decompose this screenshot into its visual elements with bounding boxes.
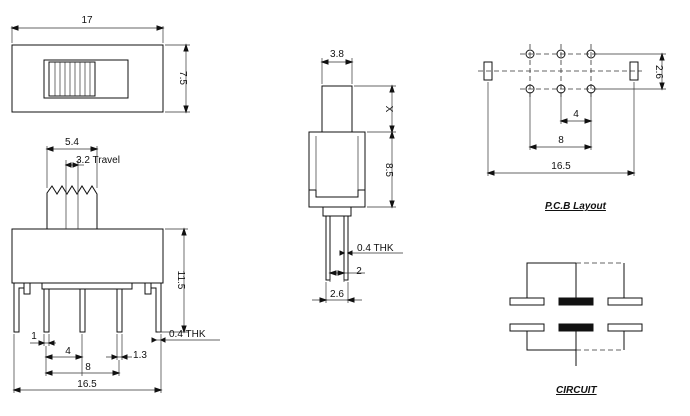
pcb-span-label: 8: [558, 135, 564, 146]
side-view: 3.8 X 8.5 0.4 THK 2 2.6: [308, 49, 403, 303]
circuit-diagram: CIRCUIT: [509, 262, 643, 396]
actuator-width-label: 5.4: [65, 137, 79, 148]
pcb-pad-right: [629, 61, 639, 81]
pin-width-label: 1: [31, 331, 37, 342]
pcb-hole: [586, 49, 596, 59]
side-body-height-label: 8.5: [383, 163, 394, 177]
front-thickness-label: 0.4 THK: [169, 329, 206, 340]
top-view-body: [11, 44, 164, 113]
circuit-contact: [607, 297, 643, 306]
top-width-label: 17: [81, 15, 93, 26]
pcb-height-label: 2.6: [653, 65, 664, 79]
pcb-pitch-label: 4: [573, 109, 579, 120]
circuit-common-contact: [558, 297, 594, 306]
top-view-slot: [43, 59, 129, 99]
circuit-contact: [607, 323, 643, 332]
front-pin-right: [116, 288, 123, 333]
leg-width-label: 1.3: [133, 350, 147, 361]
front-view: 5.4 3.2 Travel 11.5 0.4 THK 1: [11, 137, 220, 393]
circuit-contact: [509, 297, 545, 306]
side-pin-label: 2: [356, 266, 362, 277]
pcb-pad-left: [483, 61, 493, 81]
circuit-common-contact: [558, 323, 594, 332]
pcb-layout: 2.6 4 8 16.5 P.C.B Layout: [478, 44, 666, 212]
top-height-label: 7.5: [177, 71, 188, 85]
pin-span-label: 8: [85, 362, 91, 373]
side-spacing-label: 2.6: [330, 289, 344, 300]
pin-pitch-label: 4: [65, 346, 71, 357]
front-overall-label: 16.5: [77, 379, 97, 390]
side-actuator: [321, 85, 353, 133]
side-body: [308, 131, 366, 208]
pcb-hole: [556, 49, 566, 59]
front-body: [11, 228, 164, 284]
circuit-contact: [509, 323, 545, 332]
front-pin-middle: [79, 288, 86, 333]
side-thickness-label: 0.4 THK: [357, 243, 394, 254]
front-pin-left: [43, 288, 50, 333]
pcb-layout-caption: P.C.B Layout: [545, 201, 607, 212]
front-height-label: 11.5: [175, 271, 186, 290]
side-actuator-width-label: 3.8: [330, 49, 344, 60]
side-actuator-height-label: X: [383, 106, 394, 113]
pcb-overall-label: 16.5: [551, 161, 571, 172]
front-actuator: [46, 185, 98, 229]
top-view: 17 7.5: [10, 15, 190, 114]
circuit-caption: CIRCUIT: [556, 385, 597, 396]
pcb-hole: [525, 49, 535, 59]
slider-knob: [48, 61, 96, 97]
travel-label: 3.2 Travel: [76, 155, 120, 166]
